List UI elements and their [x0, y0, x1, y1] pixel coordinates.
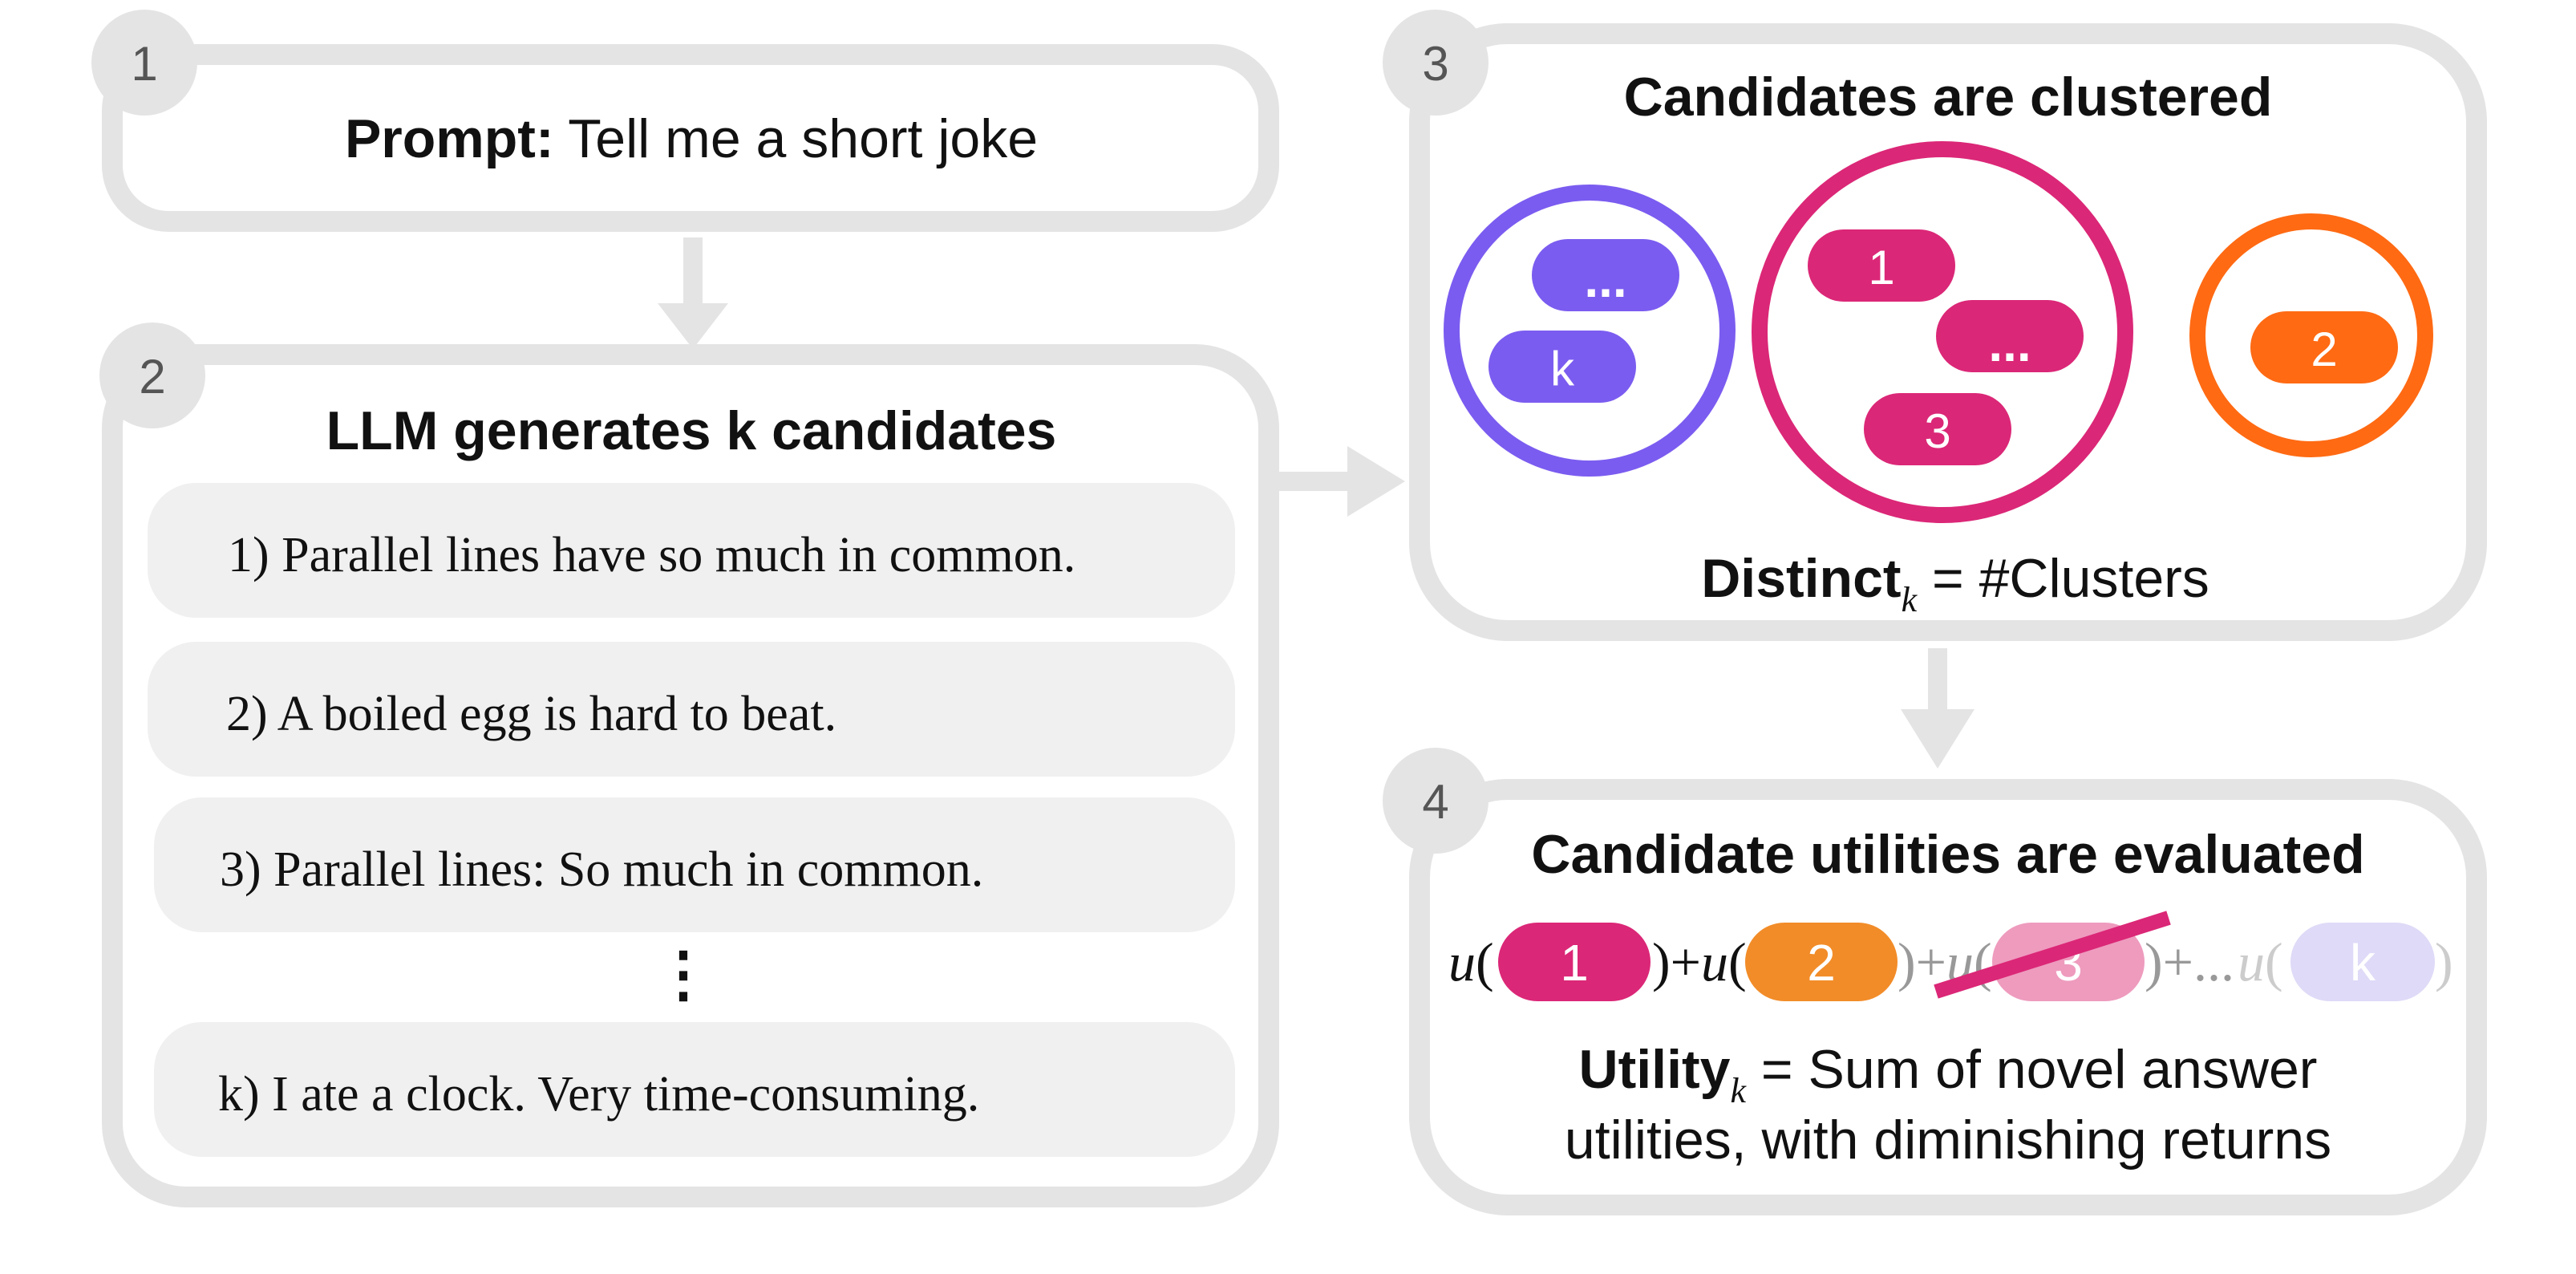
svg-text:Prompt: Tell me a short joke: Prompt: Tell me a short joke — [345, 108, 1038, 169]
utility-metric-subscript: k — [1730, 1071, 1747, 1110]
cluster-pill — [1532, 239, 1679, 311]
candidate-card-3 — [154, 797, 1235, 932]
arrow-3-to-4 — [1901, 648, 1975, 769]
cluster-pill-label: ... — [1988, 314, 2031, 372]
candidate-card-1 — [148, 483, 1235, 618]
utility-pill-2 — [1745, 923, 1898, 1001]
cluster-pill — [1936, 300, 2084, 372]
paren-close: ) — [2145, 931, 2163, 992]
distinct-metric: Distinctk = #Clusters — [1701, 548, 2209, 619]
utility-metric-label: Utility — [1579, 1039, 1731, 1100]
svg-text:2: 2 — [139, 350, 165, 404]
distinct-metric-rest: = #Clusters — [1917, 548, 2209, 609]
prompt-label: Prompt: — [345, 108, 554, 169]
utility-metric-line2: utilities, with diminishing returns — [1565, 1110, 2331, 1171]
cluster-purple: ... k — [1444, 185, 1736, 477]
utility-fn: u — [2238, 931, 2265, 992]
arrow-1-to-2 — [658, 237, 728, 349]
step-badge-1: 1 — [91, 10, 197, 116]
paren-open: ( — [1728, 931, 1747, 992]
cluster-pill-label: k — [1550, 342, 1575, 396]
step-badge-4: 4 — [1383, 748, 1488, 854]
candidate-card-2 — [148, 642, 1235, 777]
panel-prompt: Prompt: Tell me a short joke — [102, 44, 1279, 232]
cluster-pill — [1864, 393, 2011, 465]
utility-pill-label: k — [2350, 934, 2376, 992]
svg-text:)+u(: )+u( — [1652, 931, 1747, 992]
prompt-text: Tell me a short joke — [554, 108, 1038, 169]
cluster-pill-label: 1 — [1868, 241, 1894, 294]
distinct-metric-subscript: k — [1902, 580, 1918, 619]
utility-formula: u( 1 )+u( 2 )+u( 3 )+... u( k ) — [1448, 911, 2453, 1001]
utility-fn: u — [1701, 931, 1728, 992]
panel-clusters: Candidates are clustered ... k 1 ... 3 2… — [1409, 23, 2487, 641]
step-badge-3: 3 — [1383, 10, 1488, 116]
panel3-title: Candidates are clustered — [1624, 67, 2273, 128]
arrow-2-to-3 — [1275, 446, 1405, 517]
svg-text:)+...: )+... — [2145, 931, 2234, 992]
utility-pill-k — [2290, 923, 2435, 1001]
plus-sign: + — [1916, 931, 1946, 992]
candidate-text-k: k) I ate a clock. Very time-consuming. — [218, 1067, 979, 1122]
plus-sign: + — [1671, 931, 1701, 992]
paren-close: ) — [1898, 931, 1916, 992]
paren-close: ) — [1652, 931, 1671, 992]
distinct-metric-label: Distinct — [1701, 548, 1901, 609]
svg-text:u(: u( — [1448, 931, 1494, 992]
svg-text:4: 4 — [1422, 775, 1448, 829]
svg-text:3: 3 — [1422, 37, 1448, 91]
svg-text:1: 1 — [131, 37, 157, 91]
utility-pill-1 — [1498, 923, 1651, 1001]
utility-pill-label: 2 — [1807, 934, 1836, 992]
panel-candidates: LLM generates k candidates 1) Parallel l… — [102, 344, 1279, 1207]
plus-ellipsis: +... — [2163, 931, 2234, 992]
candidate-text-3: 3) Parallel lines: So much in common. — [220, 842, 983, 897]
candidates-ellipsis: ⋮ — [653, 940, 714, 1008]
cluster-pill-label: 3 — [1924, 404, 1950, 458]
utility-metric: Utilityk = Sum of novel answer — [1579, 1039, 2318, 1110]
paren-open: ( — [1476, 931, 1494, 992]
svg-text:u(: u( — [2238, 931, 2283, 992]
utility-fn: u — [1448, 931, 1476, 992]
cluster-orange: 2 — [2189, 213, 2433, 457]
cluster-pill — [2250, 311, 2398, 383]
candidate-text-2: 2) A boiled egg is hard to beat. — [226, 687, 836, 741]
candidate-text-1: 1) Parallel lines have so much in common… — [228, 528, 1075, 582]
utility-pill-label: 1 — [1560, 934, 1589, 992]
cluster-pill-label: 2 — [2311, 323, 2337, 376]
utility-metric-rest: = Sum of novel answer — [1746, 1039, 2317, 1100]
panel2-title: LLM generates k candidates — [326, 400, 1057, 461]
panel4-title: Candidate utilities are evaluated — [1531, 824, 2364, 885]
panel-utilities: Candidate utilities are evaluated u( 1 )… — [1409, 779, 2487, 1215]
strike-through — [1934, 911, 2171, 999]
cluster-pill-label: ... — [1584, 250, 1626, 308]
candidate-card-k — [154, 1022, 1235, 1157]
cluster-pill — [1488, 331, 1636, 403]
paren-close: ) — [2435, 931, 2453, 992]
step-badge-2: 2 — [99, 323, 205, 428]
cluster-pill — [1808, 229, 1955, 302]
cluster-magenta: 1 ... 3 — [1752, 141, 2133, 523]
paren-open: ( — [2265, 931, 2283, 992]
